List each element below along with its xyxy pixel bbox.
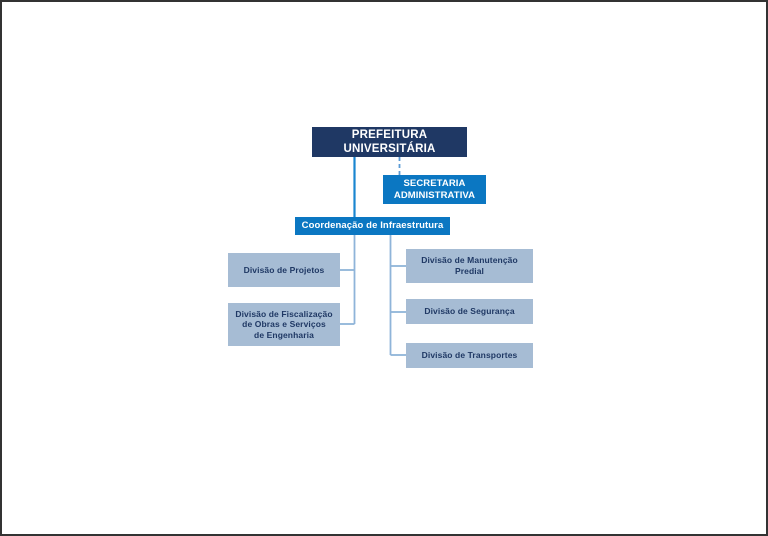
node-divisao-de-manutencao-predial[interactable]: Divisão de Manutenção Predial — [406, 249, 533, 283]
node-secretaria-administrativa[interactable]: SECRETARIA ADMINISTRATIVA — [383, 175, 486, 204]
node-divisao-de-fiscalizacao-de-obras-e-servicos-de-engenharia[interactable]: Divisão de Fiscalização de Obras e Servi… — [228, 303, 340, 346]
node-divisao-de-seguranca[interactable]: Divisão de Segurança — [406, 299, 533, 324]
node-divisao-de-projetos[interactable]: Divisão de Projetos — [228, 253, 340, 287]
node-coordenacao-de-infraestrutura[interactable]: Coordenação de Infraestrutura — [295, 217, 450, 235]
node-prefeitura-universitaria[interactable]: PREFEITURA UNIVERSITÁRIA — [312, 127, 467, 157]
node-divisao-de-transportes[interactable]: Divisão de Transportes — [406, 343, 533, 368]
